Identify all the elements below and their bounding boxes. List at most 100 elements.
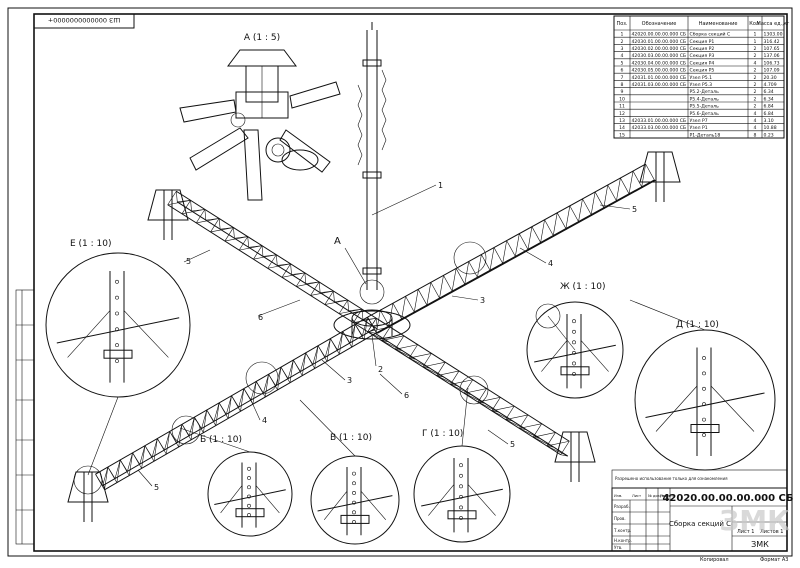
truss-diagonal — [541, 236, 555, 242]
title-block-label: Изм. — [614, 494, 622, 498]
truss-post — [533, 424, 542, 437]
truss-diagonal — [414, 289, 418, 312]
truss-post — [506, 406, 515, 419]
spec-cell: 14 — [619, 125, 625, 131]
detail-d-circle — [635, 330, 775, 470]
spec-cell: Сборка секций С — [690, 31, 731, 38]
truss-diagonal — [437, 376, 458, 386]
spec-header: Поз. — [616, 21, 627, 27]
spec-cell: Секция Р5 — [690, 68, 715, 74]
detail-zh-title: Ж (1 : 10) — [560, 282, 606, 292]
truss-diagonal — [490, 264, 504, 270]
truss-post — [339, 300, 348, 314]
spec-cell: 107.65 — [764, 46, 780, 52]
truss-diagonal — [604, 201, 618, 207]
spec-cell: 4 — [754, 60, 757, 66]
title-block-label: Разраб. — [614, 504, 630, 509]
truss-diagonal — [409, 353, 431, 358]
spec-cell: 4.709 — [764, 82, 777, 88]
truss-post — [232, 396, 239, 407]
position-leader — [258, 300, 300, 316]
truss-diagonal — [409, 358, 430, 368]
truss-post — [431, 282, 440, 298]
truss-diagonal — [492, 406, 514, 411]
truss-post — [423, 353, 432, 366]
truss-diagonal — [327, 339, 330, 362]
spec-cell: 4 — [754, 118, 757, 124]
spec-cell: Узел Р7 — [690, 118, 708, 124]
truss-post — [108, 467, 115, 478]
truss-post — [219, 403, 226, 414]
spec-cell: 42031.01.00.00.000 СБ — [632, 75, 687, 81]
truss-post — [519, 415, 528, 428]
truss-diagonal — [528, 227, 532, 250]
truss-post — [395, 336, 404, 349]
callout-a-mark: А — [334, 236, 341, 247]
title-block-label: Лист — [632, 494, 641, 498]
truss-post — [507, 241, 516, 257]
truss-diagonal — [129, 453, 132, 476]
spec-cell: 2 — [754, 82, 757, 88]
truss-post — [276, 255, 277, 266]
truss-post — [450, 371, 459, 384]
truss-diagonal — [566, 206, 570, 229]
truss-diagonal — [440, 275, 444, 298]
truss-diagonal — [203, 410, 206, 433]
truss-diagonal — [506, 415, 528, 420]
spec-cell: 42030.04.00.00.000 СБ — [632, 60, 687, 66]
spec-cell: 137.06 — [764, 53, 780, 59]
truss-post — [492, 397, 501, 410]
detail-d-title: Д (1 : 10) — [676, 320, 719, 330]
truss-diagonal — [642, 180, 656, 186]
truss-diagonal — [395, 345, 417, 350]
spec-cell: Р5.4-Деталь — [690, 96, 720, 102]
truss-post — [620, 178, 629, 194]
title-block-label: Н.контр. — [614, 538, 632, 543]
truss-diagonal — [629, 171, 633, 194]
truss-diagonal — [591, 208, 605, 214]
detail-e-title: Е (1 : 10) — [70, 239, 112, 249]
truss-post — [256, 381, 263, 392]
truss-diagonal — [519, 424, 541, 429]
truss-diagonal — [503, 257, 517, 263]
detail-marker-circle — [360, 280, 384, 304]
spec-cell: 6.34 — [764, 96, 774, 102]
spec-cell: 2 — [621, 39, 624, 45]
truss-diagonal — [339, 331, 342, 354]
spec-cell: Узел Р5.3 — [690, 82, 713, 88]
truss-diagonal — [519, 428, 540, 438]
truss-post — [330, 339, 337, 350]
spec-cell: 12 — [619, 111, 625, 117]
pos-label: 5 — [510, 440, 515, 449]
spec-cell: 42030.05.00.00.000 СБ — [632, 68, 687, 74]
title-block-note: Разрешено использование только для ознак… — [615, 476, 728, 481]
truss-diagonal — [579, 215, 593, 221]
sheet-code: ШЗ 0000000000000+ — [48, 16, 120, 24]
truss-diagonal — [616, 194, 630, 200]
position-leader — [322, 360, 345, 380]
truss-diagonal — [240, 389, 243, 412]
company-name: ЗМК — [751, 540, 769, 549]
truss-post — [443, 275, 452, 291]
truss-diagonal — [616, 178, 620, 201]
spec-cell: 316.42 — [764, 39, 780, 45]
truss-diagonal — [533, 437, 554, 447]
detail-view-a: А (1 : 5) — [180, 33, 340, 200]
truss-post — [348, 300, 349, 311]
spec-cell: 42033.01.00.00.000 СБ — [632, 118, 687, 124]
spec-cell: 107.09 — [764, 68, 780, 74]
spec-cell: Узел Р5.1 — [690, 75, 713, 81]
truss-diagonal — [104, 467, 107, 490]
truss-post — [494, 248, 503, 264]
truss-post — [608, 185, 617, 201]
truss-diagonal — [402, 296, 406, 319]
detail-b-title: Б (1 : 10) — [200, 435, 242, 445]
truss-diagonal — [553, 229, 567, 235]
truss-diagonal — [547, 441, 569, 446]
truss-post — [393, 303, 402, 319]
truss-post — [176, 191, 177, 202]
detail-v-title: В (1 : 10) — [330, 433, 372, 443]
truss-diagonal — [533, 432, 555, 437]
truss-post — [191, 200, 192, 211]
